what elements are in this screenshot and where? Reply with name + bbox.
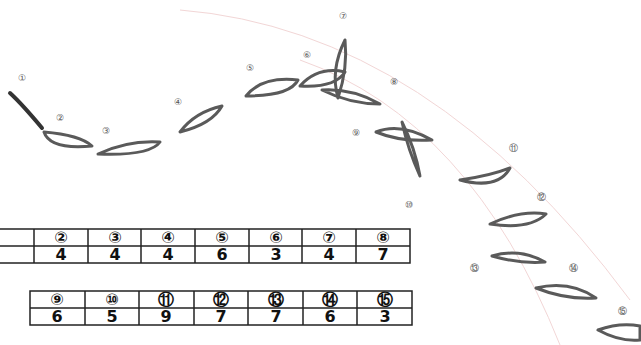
callout-number: ⑤ xyxy=(246,64,254,73)
table-cell: 7 xyxy=(270,309,281,325)
table-cell: 7 xyxy=(377,247,388,263)
table-header: ⑬ xyxy=(268,292,284,308)
callout-number: ⑥ xyxy=(303,51,311,60)
callout-number: ⑧ xyxy=(390,78,398,87)
table-header: ⑩ xyxy=(105,292,119,308)
table-cell: 3 xyxy=(379,309,390,325)
table-cell: 3 xyxy=(270,247,281,263)
table-header: ⑭ xyxy=(322,292,338,308)
table-header: ⑧ xyxy=(376,230,390,246)
table-cell: 9 xyxy=(160,309,171,325)
table-cell: 5 xyxy=(106,309,117,325)
callout-number: ④ xyxy=(174,98,182,107)
callout-number: ⑭ xyxy=(569,264,578,273)
table-cell: 4 xyxy=(162,247,173,263)
callout-number: ⑫ xyxy=(537,193,546,202)
callout-number: ⑪ xyxy=(509,144,518,153)
table-header: ⑮ xyxy=(377,292,393,308)
table-cell: 6 xyxy=(324,309,335,325)
table-grid xyxy=(0,229,412,325)
table-cell: 4 xyxy=(323,247,334,263)
callout-number: ⑦ xyxy=(339,12,347,21)
table-cell: 6 xyxy=(51,309,62,325)
table-header: ⑥ xyxy=(269,230,283,246)
table-header: ③ xyxy=(108,230,122,246)
table-header: ⑫ xyxy=(213,292,229,308)
callout-number: ⑨ xyxy=(352,129,360,138)
callout-number: ⑮ xyxy=(618,307,627,316)
table-header: ⑪ xyxy=(158,292,174,308)
table-header: ⑤ xyxy=(215,230,229,246)
table-header: ② xyxy=(54,230,68,246)
table-cell: 4 xyxy=(109,247,120,263)
table-header: ④ xyxy=(161,230,175,246)
callout-number: ② xyxy=(56,114,64,123)
callout-number: ① xyxy=(18,74,26,83)
callout-number: ⑬ xyxy=(470,264,479,273)
table-header: ⑦ xyxy=(322,230,336,246)
table-cell: 6 xyxy=(216,247,227,263)
table-header: ⑨ xyxy=(50,292,64,308)
callout-number: ③ xyxy=(102,127,110,136)
table-cell: 7 xyxy=(215,309,226,325)
table-cell: 4 xyxy=(55,247,66,263)
callout-number: ⑩ xyxy=(405,201,413,210)
